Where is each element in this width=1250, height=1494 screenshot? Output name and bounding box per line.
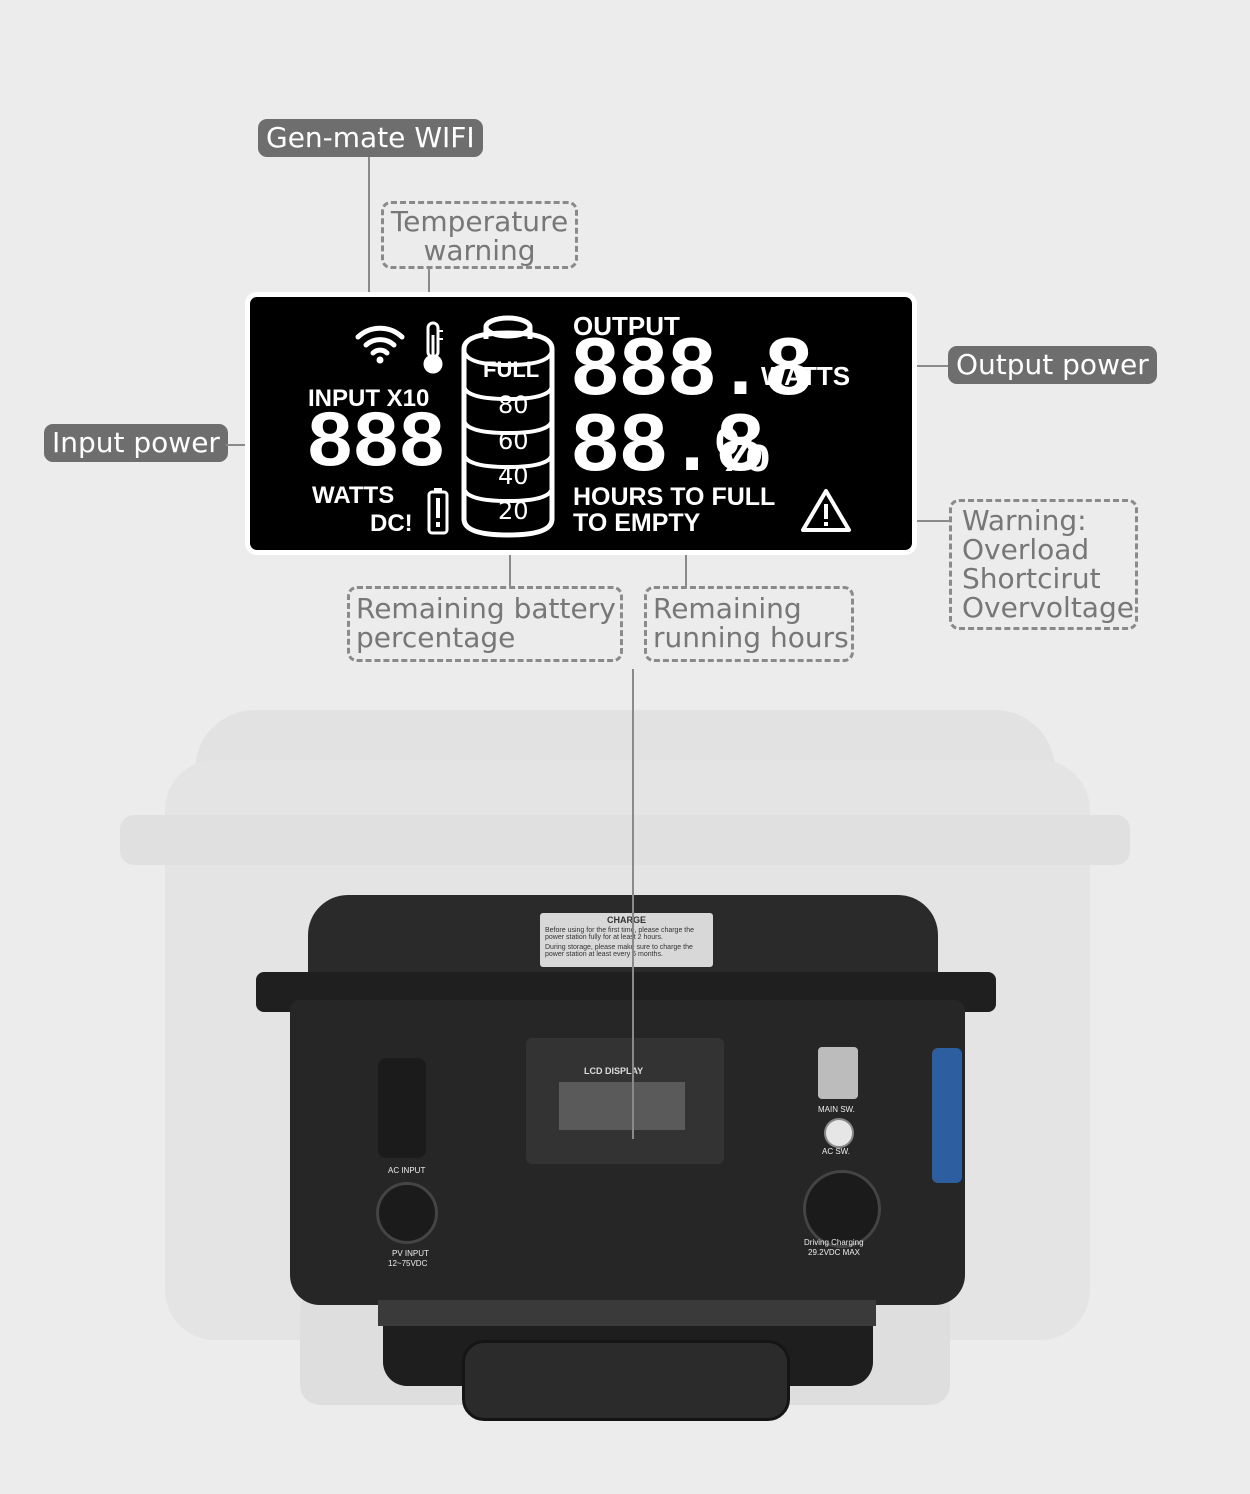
ac-input-port[interactable] [378, 1058, 426, 1158]
temperature-callout: Temperature warning [381, 201, 578, 269]
battery-line2: percentage [356, 621, 516, 654]
side-outlet [932, 1048, 962, 1183]
warning-line3: Shortcirut [962, 562, 1101, 595]
pv-input-label: PV INPUT [392, 1249, 429, 1258]
wifi-leader [368, 157, 370, 312]
output-label: OUTPUT [573, 311, 680, 341]
dc-battery-icon [427, 488, 449, 535]
hours-line2: running hours [653, 621, 849, 654]
warning-line1: Warning: [962, 504, 1087, 537]
hours-line1: Remaining [653, 592, 802, 625]
percent-sign: % [715, 416, 771, 485]
pv-input-port[interactable] [376, 1182, 438, 1244]
battery-level-20: 20 [498, 497, 529, 525]
battery-icon [461, 315, 555, 538]
lcd-panel: FULL 80 60 40 20 INPUT X10 888 WATTS DC!… [245, 292, 917, 555]
ac-input-label: AC INPUT [388, 1166, 426, 1175]
main-switch-button[interactable] [818, 1047, 858, 1099]
hours-leader [685, 530, 687, 586]
temperature-line1: Temperature [390, 205, 569, 238]
warning-line2: Overload [962, 533, 1090, 566]
battery-level-80: 80 [498, 391, 529, 419]
output-value: 888.8 [570, 325, 814, 420]
output-power-callout: Output power [948, 346, 1157, 384]
charge-title: CHARGE [606, 915, 646, 925]
charge-text-1: Before using for the first time, please … [545, 927, 695, 941]
ac-switch-label: AC SW. [822, 1147, 851, 1156]
battery-line1: Remaining battery [356, 592, 616, 625]
wifi-callout: Gen-mate WIFI [258, 119, 483, 157]
device-lcd-label: LCD DISPLAY [584, 1066, 644, 1076]
device-base [378, 1300, 876, 1326]
output-watts-label: WATTS [761, 361, 851, 391]
main-switch-label: MAIN SW. [818, 1105, 855, 1114]
to-empty-label: TO EMPTY [573, 509, 701, 537]
wifi-icon [355, 325, 405, 364]
thermometer-icon [423, 321, 443, 374]
input-watts-label: WATTS [312, 482, 395, 509]
warning-callout: Warning: Overload Shortcirut Overvoltage [949, 499, 1138, 630]
dc-label: DC! [370, 510, 413, 537]
charge-text-2: During storage, please make sure to char… [545, 944, 693, 958]
running-hours-callout: Remaining running hours [644, 586, 854, 662]
temperature-line2: warning [423, 234, 536, 267]
input-value: 888 [306, 399, 446, 490]
warning-line4: Overvoltage [962, 591, 1134, 624]
driving-charging-spec: 29.2VDC MAX [808, 1248, 861, 1257]
ac-switch-button[interactable] [824, 1118, 854, 1148]
driving-charging-label: Driving Charging [804, 1238, 864, 1247]
warning-triangle-icon [801, 489, 851, 532]
battery-level-40: 40 [498, 462, 529, 490]
lcd-display-leader [632, 669, 634, 1139]
charge-label: CHARGE Before using for the first time, … [540, 913, 713, 967]
battery-level-60: 60 [498, 427, 529, 455]
device-handle [462, 1340, 790, 1421]
battery-percentage-callout: Remaining battery percentage [347, 586, 623, 662]
battery-leader [509, 535, 511, 586]
input-power-callout: Input power [44, 424, 228, 462]
ghost-lid-rim [120, 815, 1130, 865]
percent-value: 88.8 [570, 401, 766, 496]
device-lcd-screen [559, 1082, 685, 1130]
pv-input-spec: 12~75VDC [388, 1259, 428, 1268]
battery-level-full: FULL [483, 357, 540, 382]
driving-charging-port[interactable] [803, 1170, 881, 1248]
hours-to-full-label: HOURS TO FULL [573, 483, 776, 511]
input-label: INPUT X10 [308, 385, 430, 412]
